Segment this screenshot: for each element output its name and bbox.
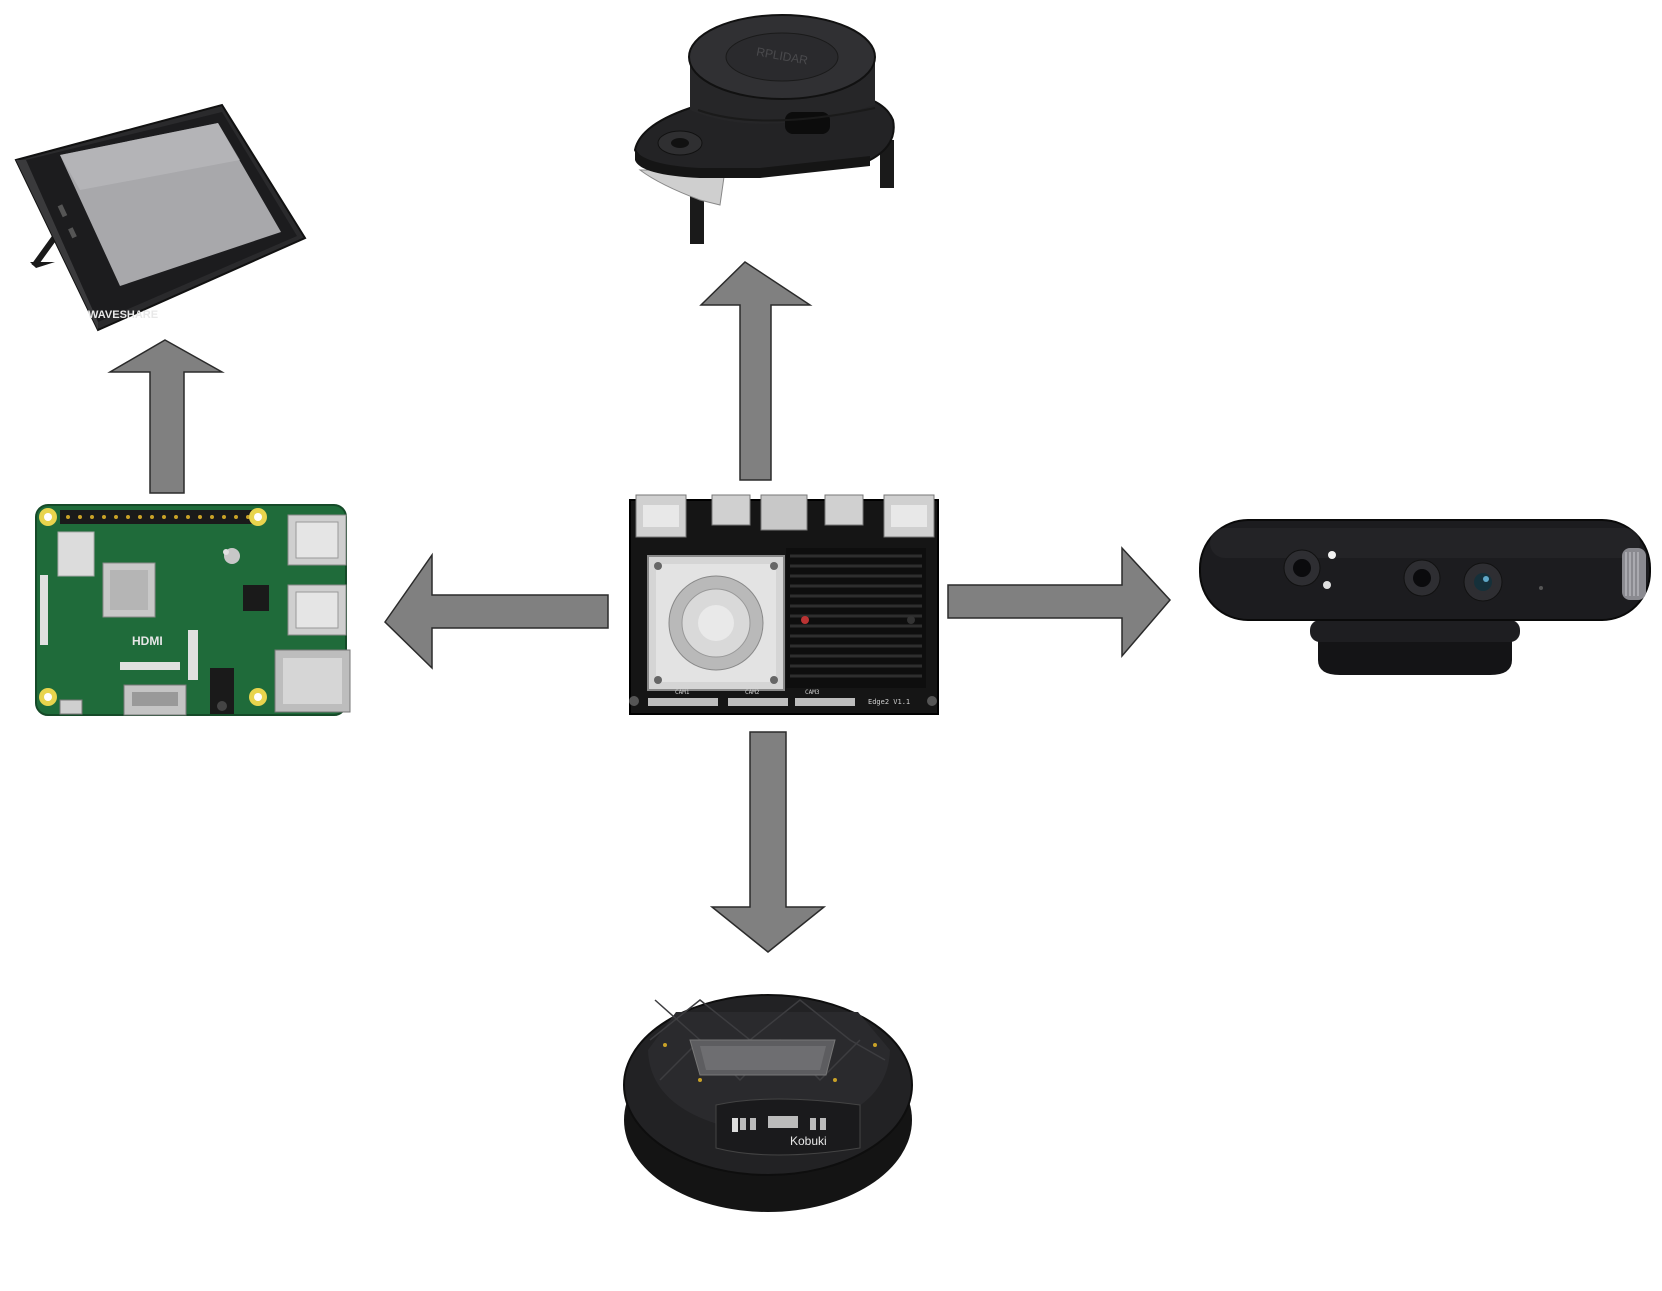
arrow-raspberry-pi-to-display xyxy=(107,339,225,494)
robot-logo-text: Kobuki xyxy=(790,1134,827,1148)
raspberry-pi-board-icon: HDMI xyxy=(35,504,351,716)
depth-camera-icon xyxy=(1199,519,1651,675)
hub-silkscreen-cam3: CAM3 xyxy=(805,689,820,696)
compute-board-icon: CAM1 CAM2 CAM3 Edge2 V1.1 xyxy=(629,494,939,715)
touchscreen-display-icon: WAVESHARE xyxy=(14,103,307,332)
hub-silkscreen-cam1: CAM1 xyxy=(675,689,690,696)
hub-silkscreen-model: Edge2 V1.1 xyxy=(868,698,910,706)
lidar-scanner-icon: RPLIDAR xyxy=(633,14,895,244)
arrow-hub-to-lidar xyxy=(699,261,813,481)
arrow-hub-to-robot-base xyxy=(709,731,827,953)
robot-base-icon: Kobuki xyxy=(623,994,913,1212)
hub-silkscreen-cam2: CAM2 xyxy=(745,689,760,696)
pi-silkscreen-text: HDMI xyxy=(132,634,163,648)
arrow-hub-to-raspberry-pi xyxy=(384,552,609,670)
display-watermark: WAVESHARE xyxy=(88,309,158,321)
arrow-hub-to-depth-camera xyxy=(947,546,1172,659)
